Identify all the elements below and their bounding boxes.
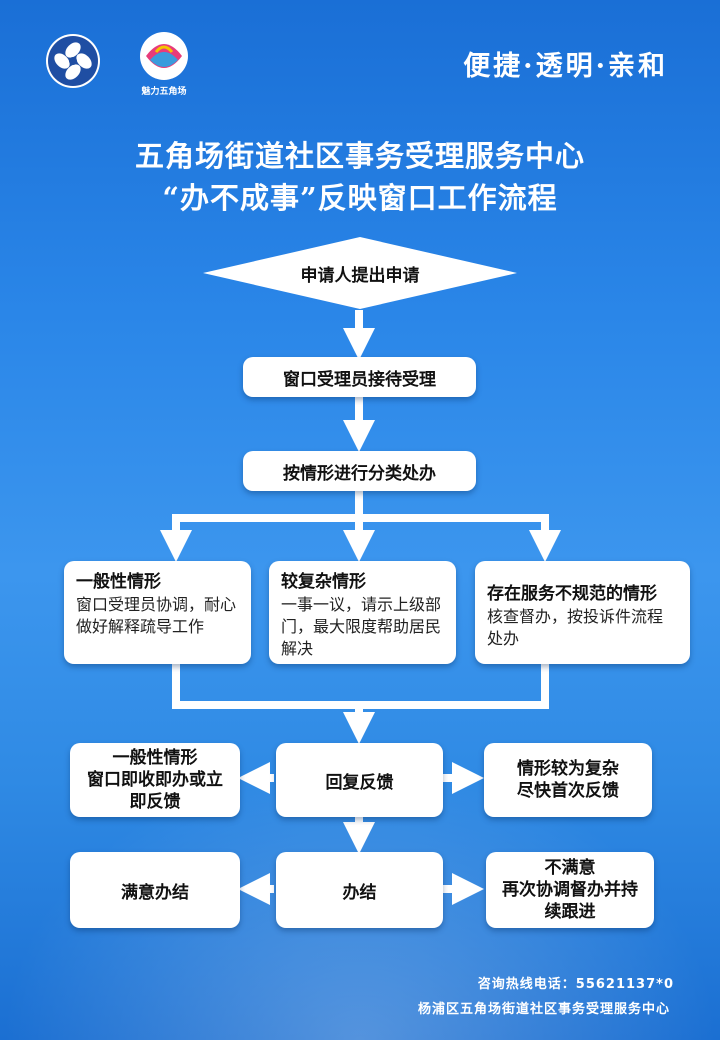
feedback-node: 回复反馈 xyxy=(276,743,443,817)
category-complex: 较复杂情形 一事一议，请示上级部门，最大限度帮助居民解决 xyxy=(269,561,456,664)
unsatisfied-line2: 再次协调督办并持续跟进 xyxy=(502,880,638,922)
right-feedback-line1: 情形较为复杂 xyxy=(517,759,619,779)
left-feedback-node: 一般性情形 窗口即收即办或立即反馈 xyxy=(70,743,240,817)
start-node: 申请人提出申请 xyxy=(300,265,420,286)
category-complex-desc: 一事一议，请示上级部门，最大限度帮助居民解决 xyxy=(281,595,442,658)
step1-node: 窗口受理员接待受理 xyxy=(243,357,476,397)
unsatisfied-node: 不满意 再次协调督办并持续跟进 xyxy=(486,852,654,928)
connector-merge-bar xyxy=(172,664,549,709)
right-feedback-node: 情形较为复杂 尽快首次反馈 xyxy=(484,743,652,817)
center-logo-icon xyxy=(46,34,100,88)
left-feedback-line1: 一般性情形 xyxy=(112,748,198,768)
right-feedback-line2: 尽快首次反馈 xyxy=(517,781,619,801)
category-nonstandard-title: 存在服务不规范的情形 xyxy=(487,584,657,604)
step2-node: 按情形进行分类处办 xyxy=(243,451,476,491)
slogan: 便捷·透明·亲和 xyxy=(463,51,668,82)
page-title-line2: “办不成事”反映窗口工作流程 xyxy=(162,181,558,215)
wujiaochang-logo-icon: 魅力五角场 xyxy=(136,30,192,98)
satisfied-done-node: 满意办结 xyxy=(70,852,240,928)
category-general: 一般性情形 窗口受理员协调，耐心做好解释疏导工作 xyxy=(64,561,251,664)
start-diamond xyxy=(203,237,517,309)
left-feedback-line2: 窗口即收即办或立即反馈 xyxy=(87,770,223,812)
logo2-text: 魅力五角场 xyxy=(141,85,186,97)
organization-text: 杨浦区五角场街道社区事务受理服务中心 xyxy=(417,1002,670,1017)
hotline-text: 咨询热线电话：55621137*0 xyxy=(477,977,674,992)
unsatisfied-line1: 不满意 xyxy=(544,858,596,878)
done-node: 办结 xyxy=(276,852,443,928)
page-title-line1: 五角场街道社区事务受理服务中心 xyxy=(134,139,585,173)
category-general-title: 一般性情形 xyxy=(76,572,161,592)
category-nonstandard-desc: 核查督办，按投诉件流程处办 xyxy=(487,607,664,648)
category-general-desc: 窗口受理员协调，耐心做好解释疏导工作 xyxy=(76,595,237,636)
category-complex-title: 较复杂情形 xyxy=(281,572,366,592)
category-nonstandard: 存在服务不规范的情形 核查督办，按投诉件流程处办 xyxy=(475,561,690,664)
